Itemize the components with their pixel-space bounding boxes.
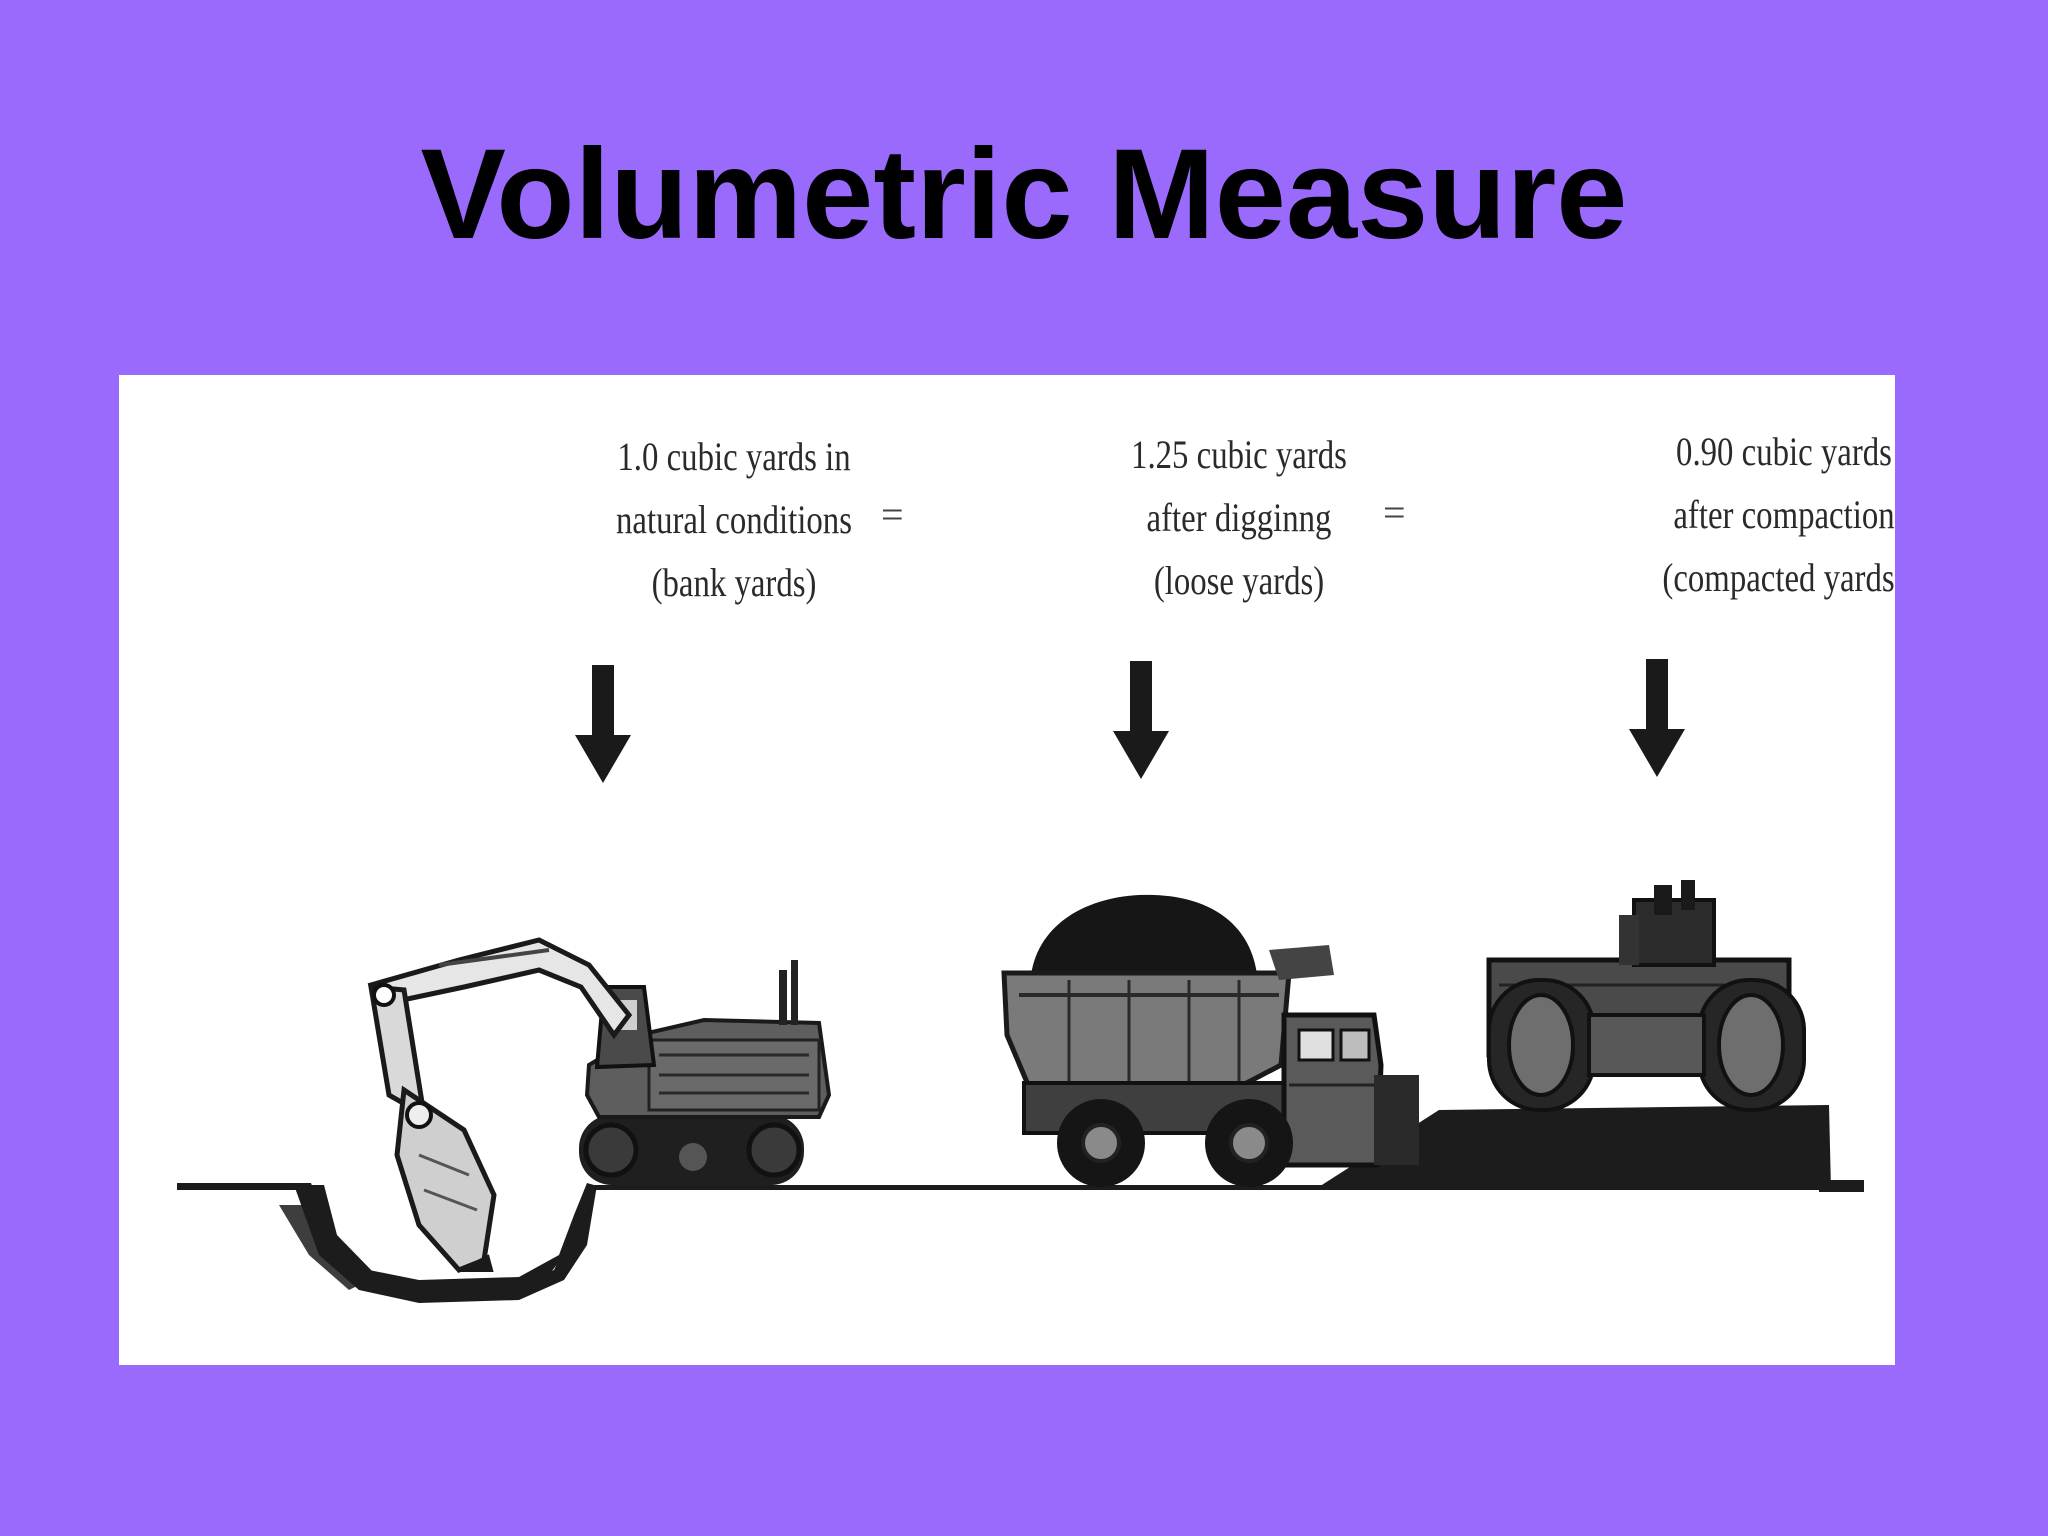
stage-caption-loose: 1.25 cubic yards after digginng (loose y…	[1059, 423, 1420, 612]
construction-scene	[177, 659, 1864, 1303]
compactor-roller-icon	[1486, 880, 1806, 1112]
dump-truck-icon	[1001, 894, 1419, 1187]
caption-line: 1.25 cubic yards	[1131, 432, 1347, 477]
excavator-icon	[367, 937, 832, 1273]
ground-with-pit	[177, 1105, 1864, 1303]
caption-line: after compaction	[1673, 492, 1895, 537]
volumetric-diagram: 1.0 cubic yards in natural conditions (b…	[119, 375, 1895, 1365]
caption-line: 0.90 cubic yards	[1676, 429, 1892, 474]
caption-line: after digginng	[1146, 495, 1332, 540]
caption-line: (loose yards)	[1153, 558, 1325, 603]
caption-line: (bank yards)	[651, 560, 817, 605]
arrow-down-icon	[1629, 659, 1685, 777]
caption-line: natural conditions	[616, 497, 852, 542]
arrow-down-icon	[575, 665, 631, 783]
caption-line: (compacted yards)	[1662, 555, 1895, 600]
caption-line: 1.0 cubic yards in	[617, 434, 851, 479]
slide-title: Volumetric Measure	[420, 123, 1628, 266]
equals-sign: =	[1383, 490, 1406, 535]
arrow-down-icon	[1113, 661, 1169, 779]
equals-sign: =	[881, 492, 904, 537]
stage-caption-bank: 1.0 cubic yards in natural conditions (b…	[574, 425, 894, 614]
stage-caption-compacted: 0.90 cubic yards after compaction (compa…	[1563, 420, 1895, 609]
